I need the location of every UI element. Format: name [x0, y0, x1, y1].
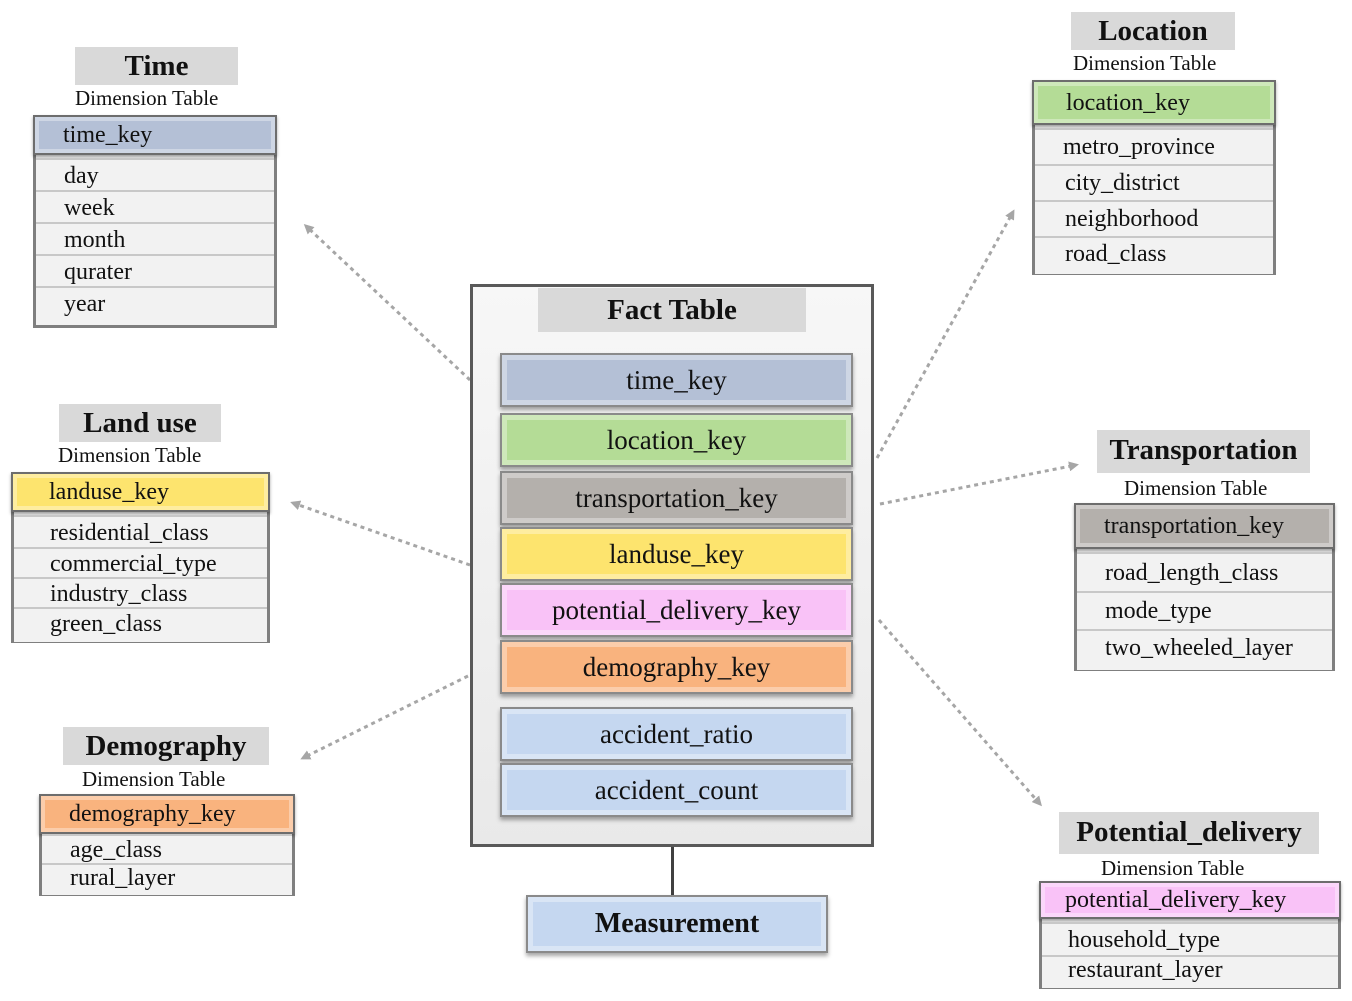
location-row-road-class: road_class — [1035, 236, 1273, 274]
fact-key-transportation: transportation_key — [500, 471, 853, 525]
transportation-row-two-wheeled: two_wheeled_layer — [1077, 629, 1332, 670]
arrow-to-location — [875, 209, 1015, 459]
transportation-dimension-table: transportation_key road_length_class mod… — [1074, 503, 1335, 671]
arrow-to-transportation — [879, 461, 1079, 506]
landuse-row-residential: residential_class — [14, 515, 267, 549]
location-dimension-key: location_key — [1032, 80, 1276, 125]
arrow-to-potential-delivery — [877, 619, 1042, 807]
landuse-row-industry: industry_class — [14, 577, 267, 609]
landuse-row-green: green_class — [14, 607, 267, 642]
fact-measure-accident-ratio: accident_ratio — [500, 707, 853, 761]
time-row-week: week — [36, 190, 274, 224]
demography-dimension-table: demography_key age_class rural_layer — [39, 794, 295, 896]
demography-row-age: age_class — [42, 834, 292, 865]
time-dimension-subtitle: Dimension Table — [75, 86, 219, 110]
potential-delivery-row-household: household_type — [1042, 922, 1338, 957]
arrow-to-time — [303, 223, 472, 382]
time-dimension-key: time_key — [33, 115, 277, 155]
fact-key-landuse: landuse_key — [500, 527, 853, 581]
fact-key-time: time_key — [500, 353, 853, 407]
transportation-dimension-subtitle: Dimension Table — [1124, 476, 1268, 500]
measurement-connector — [671, 847, 674, 895]
time-dimension-title: Time — [75, 47, 238, 85]
fact-key-demography: demography_key — [500, 640, 853, 694]
landuse-row-commercial: commercial_type — [14, 547, 267, 579]
potential-delivery-dimension-key: potential_delivery_key — [1039, 881, 1341, 919]
location-dimension-subtitle: Dimension Table — [1073, 51, 1217, 75]
demography-dimension-title: Demography — [63, 727, 269, 765]
landuse-dimension-table: landuse_key residential_class commercial… — [11, 472, 270, 643]
transportation-row-road-length: road_length_class — [1077, 552, 1332, 593]
transportation-dimension-title: Transportation — [1097, 430, 1310, 473]
transportation-dimension-key: transportation_key — [1074, 503, 1335, 549]
potential-delivery-dimension-subtitle: Dimension Table — [1101, 856, 1245, 880]
time-row-year: year — [36, 286, 274, 324]
demography-dimension-subtitle: Dimension Table — [82, 767, 226, 791]
potential-delivery-dimension-title: Potential_delivery — [1059, 812, 1319, 854]
demography-dimension-key: demography_key — [39, 794, 295, 834]
potential-delivery-row-restaurant: restaurant_layer — [1042, 955, 1338, 988]
location-row-metro-province: metro_province — [1035, 128, 1273, 166]
measurement-box: Measurement — [526, 895, 828, 953]
potential-delivery-dimension-table: potential_delivery_key household_type re… — [1039, 881, 1341, 989]
location-row-city-district: city_district — [1035, 164, 1273, 202]
landuse-dimension-subtitle: Dimension Table — [58, 443, 202, 467]
arrow-to-demography — [300, 674, 469, 760]
time-row-quarter: qurater — [36, 254, 274, 288]
fact-table-title: Fact Table — [538, 288, 806, 332]
landuse-dimension-title: Land use — [59, 404, 221, 442]
demography-row-rural: rural_layer — [42, 863, 292, 895]
time-dimension-table: time_key day week month qurater year — [33, 115, 277, 328]
location-dimension-table: location_key metro_province city_distric… — [1032, 80, 1276, 275]
arrow-to-landuse — [290, 500, 471, 567]
location-dimension-title: Location — [1071, 12, 1235, 50]
fact-measure-accident-count: accident_count — [500, 763, 853, 817]
time-row-day: day — [36, 158, 274, 192]
time-row-month: month — [36, 222, 274, 256]
transportation-row-mode-type: mode_type — [1077, 591, 1332, 631]
landuse-dimension-key: landuse_key — [11, 472, 270, 512]
fact-key-location: location_key — [500, 413, 853, 467]
location-row-neighborhood: neighborhood — [1035, 200, 1273, 238]
fact-key-potential-delivery: potential_delivery_key — [500, 583, 853, 637]
